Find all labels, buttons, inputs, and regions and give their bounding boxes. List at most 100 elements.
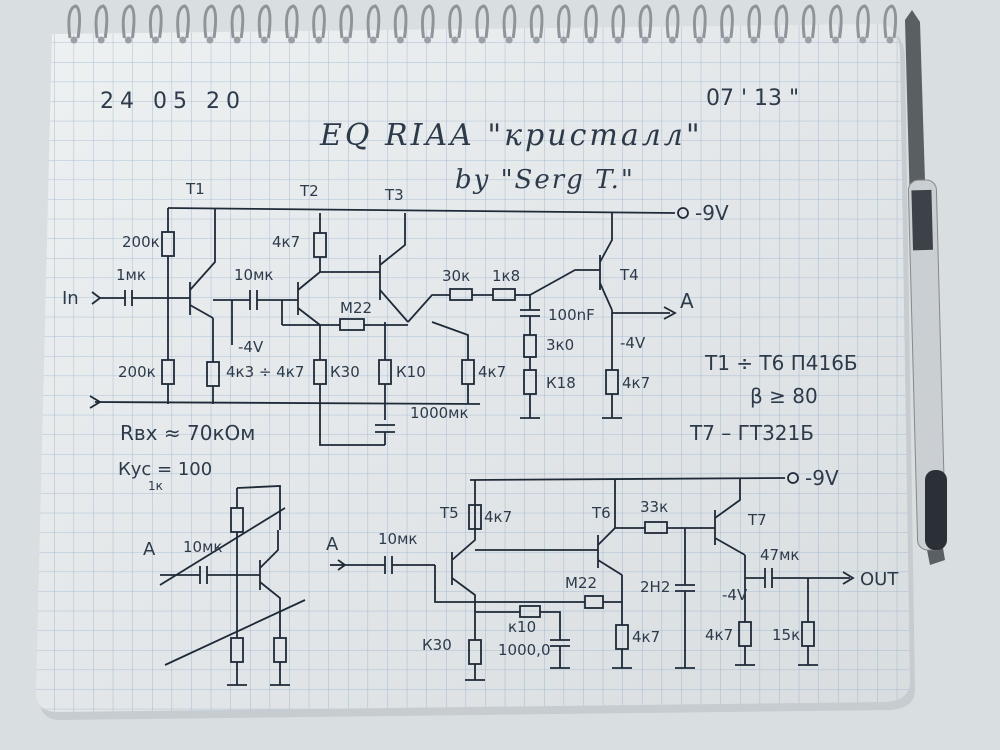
out-label: OUT: [860, 569, 899, 590]
spiral-ring: [448, 4, 462, 39]
bias-out-label: -4V: [620, 334, 646, 352]
bottom-circuit: [330, 472, 855, 681]
r-15k: 15к: [772, 626, 800, 644]
spiral-hole: [152, 36, 160, 44]
r-33k: 33к: [640, 498, 668, 516]
spiral-hole: [70, 36, 78, 44]
spiral-hole: [424, 36, 432, 44]
supply-label: -9V: [695, 201, 729, 225]
spiral-hole: [750, 36, 758, 44]
spiral-ring: [883, 4, 898, 39]
input-label: In: [62, 288, 79, 309]
r-m22-bottom: М22: [565, 574, 597, 592]
t5-label: T5: [439, 504, 459, 522]
spiral-hole: [206, 36, 214, 44]
spiral-ring: [720, 4, 734, 39]
spiral-ring: [774, 4, 789, 39]
r-30k: 30к: [442, 267, 470, 285]
spiral-hole: [288, 36, 296, 44]
spiral-hole: [369, 36, 377, 44]
notebook-page: [36, 24, 915, 720]
t1-label: T1: [185, 180, 205, 198]
spiral-ring: [148, 4, 163, 39]
r-k10: К10: [396, 363, 426, 381]
spiral-ring: [502, 4, 517, 39]
c-10mk: 10мк: [234, 266, 273, 284]
spiral-ring: [420, 4, 435, 39]
note-beta: β ≥ 80: [750, 384, 818, 408]
spiral-ring: [339, 4, 354, 39]
spiral-ring: [475, 4, 490, 39]
r-4k7-t2: 4к7: [272, 233, 300, 251]
spiral-hole: [560, 36, 568, 44]
t3-label: T3: [384, 186, 404, 204]
note-t7: T7 – ГТ321Б: [689, 421, 814, 445]
t7-label: T7: [747, 511, 767, 529]
r-1k8: 1к8: [492, 267, 520, 285]
t2-label: T2: [299, 182, 319, 200]
spiral-hole: [124, 36, 132, 44]
c-100nf: 100nF: [548, 306, 595, 324]
spiral-hole: [723, 36, 731, 44]
spiral-hole: [668, 36, 676, 44]
spiral-hole: [342, 36, 350, 44]
spiral-ring: [230, 4, 245, 39]
spiral-ring: [665, 4, 680, 39]
spiral-hole: [505, 36, 513, 44]
spiral-hole: [587, 36, 595, 44]
spiral-ring: [393, 4, 408, 39]
example-input-label: A: [143, 539, 156, 560]
r-4k7-t4: 4к7: [622, 374, 650, 392]
t6-label: T6: [591, 504, 611, 522]
r-4k7-t5: 4к7: [484, 508, 512, 526]
rin-label: Rвх ≈ 70кОм: [120, 421, 255, 445]
date: 24 05 20: [100, 89, 246, 114]
spiral-ring: [284, 4, 299, 39]
r-k30: К30: [330, 363, 360, 381]
r-k30-bottom: К30: [422, 636, 452, 654]
t4-label: T4: [619, 266, 639, 284]
spiral-hole: [696, 36, 704, 44]
supply-bottom-label: -9V: [805, 466, 839, 490]
spiral-ring: [203, 4, 218, 39]
spiral-ring: [94, 4, 109, 39]
example-cap-label: 10мк: [183, 538, 222, 556]
spiral-ring: [176, 4, 190, 39]
spiral-hole: [532, 36, 540, 44]
title: EQ RIAA "кристалл": [319, 118, 703, 153]
r-k10-bottom: к10: [508, 618, 536, 636]
spiral-hole: [777, 36, 785, 44]
spiral-ring: [556, 4, 571, 39]
spiral-hole: [396, 36, 404, 44]
gain-label: Кус = 100: [118, 459, 212, 480]
spiral-ring: [801, 4, 816, 39]
c-47mk: 47мк: [760, 546, 799, 564]
gain-subscript: 1к: [148, 479, 163, 493]
spiral-ring: [638, 4, 653, 39]
author: by "Serg T.": [455, 165, 635, 195]
c-2h2: 2Н2: [640, 578, 670, 596]
r-4k7-t6: 4к7: [632, 628, 660, 646]
r-200k-bottom: 200к: [118, 363, 156, 381]
spiral-ring: [856, 4, 870, 39]
spiral-ring: [747, 4, 762, 39]
spiral-hole: [832, 36, 840, 44]
spiral-hole: [260, 36, 268, 44]
spiral-hole: [97, 36, 105, 44]
spiral-hole: [451, 36, 459, 44]
pen: [905, 10, 947, 565]
spiral-binding: [67, 4, 898, 44]
c-1mk: 1мк: [116, 266, 146, 284]
spiral-hole: [859, 36, 867, 44]
r-k18: К18: [546, 374, 576, 392]
spiral-ring: [312, 4, 326, 39]
r-4k3-4k7: 4к3 ÷ 4к7: [226, 363, 304, 381]
spiral-ring: [257, 4, 272, 39]
c-10mk-bottom: 10мк: [378, 530, 417, 548]
spiral-hole: [886, 36, 894, 44]
r-m22: М22: [340, 299, 372, 317]
spiral-hole: [233, 36, 241, 44]
spiral-ring: [529, 4, 544, 39]
spiral-ring: [692, 4, 707, 39]
spiral-ring: [584, 4, 598, 39]
